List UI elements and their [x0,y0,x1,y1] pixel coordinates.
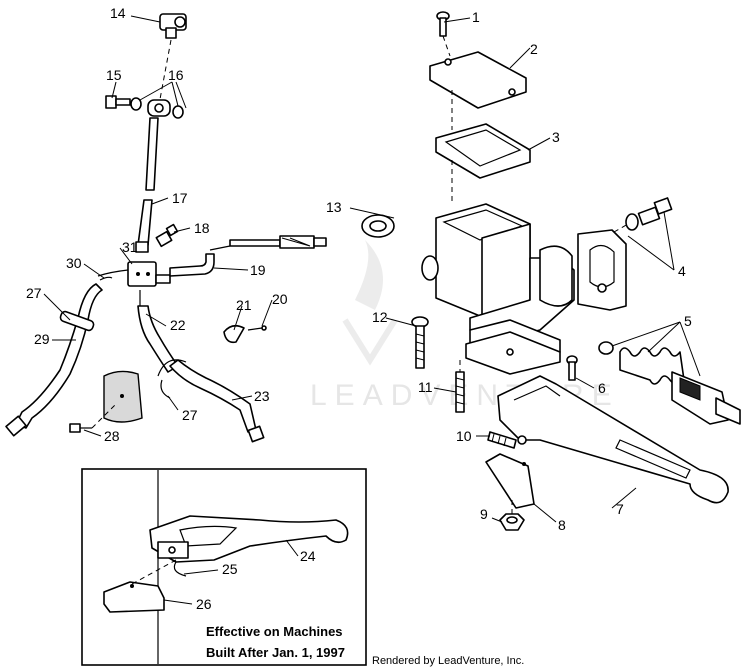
callout-3: 3 [552,129,560,145]
callout-22: 22 [170,317,186,333]
callout-14: 14 [110,5,126,21]
clamp-bolt-4 [625,197,673,231]
callout-11: 11 [418,379,433,395]
callout-13: 13 [326,199,342,215]
callout-31: 31 [122,239,138,255]
callout-24: 24 [300,548,316,564]
screw-12 [411,316,429,369]
callout-15: 15 [106,67,122,83]
hose-end-fitting [5,415,27,437]
pin-20 [247,325,267,331]
callout-18: 18 [194,220,210,236]
reservoir-cover-2 [429,51,527,109]
line-nut [135,241,149,253]
washer-16b [172,105,184,119]
callout-8: 8 [558,517,566,533]
screw-11 [455,371,465,413]
callout-17: 17 [172,190,188,206]
throttle-cable [209,235,327,251]
inset-note-line-1: Effective on Machines [206,624,343,639]
inset-box [81,468,367,666]
inset-spacer-25 [173,561,187,577]
hose-end-23 [247,425,265,443]
junction-block-31 [127,261,157,287]
callout-30: 30 [66,255,82,271]
pivot-pin-6 [566,355,578,381]
brake-hose-29 [15,283,103,429]
bleeder-18 [155,223,179,248]
callout-26: 26 [196,596,212,612]
banjo-fitting [147,99,171,117]
callout-numbers: 14 15 16 17 18 31 19 30 27 29 22 27 23 2… [26,5,692,612]
callout-9: 9 [480,506,488,522]
washer-16a [130,97,142,111]
inset-lever-24 [149,470,349,664]
banjo-bolt-15 [105,95,131,109]
callout-29: 29 [34,331,50,347]
callout-21: 21 [236,297,252,313]
brake-line-19 [155,253,215,284]
leader-lines [43,15,701,605]
brake-hose-upper [145,117,159,191]
master-cylinder-body [421,203,575,375]
callout-6: 6 [598,380,606,396]
callout-10: 10 [456,428,472,444]
adjuster-screw-10 [487,431,527,449]
callout-19: 19 [250,262,266,278]
nut-9 [499,513,525,531]
callout-27b: 27 [182,407,198,423]
callout-2: 2 [530,41,538,57]
callout-16: 16 [168,67,184,83]
brake-hose-22 [137,305,179,373]
screw-28 [69,423,92,433]
callout-1: 1 [472,9,480,25]
handlebar-clamp-4 [577,229,627,311]
clip-21 [223,324,245,344]
piston-assembly-5 [598,341,741,425]
callout-27a: 27 [26,285,42,301]
inset-block-26 [103,581,165,613]
callout-12: 12 [372,309,388,325]
callout-7: 7 [616,501,624,517]
callout-28: 28 [104,428,120,444]
brake-line-17 [137,199,153,246]
callout-20: 20 [272,291,288,307]
seal-13 [361,214,395,238]
callout-5: 5 [684,313,692,329]
callout-23: 23 [254,388,270,404]
hose-clamp-27a [59,310,95,332]
credit-line: Rendered by LeadVenture, Inc. [372,655,524,667]
spacer-block-8 [485,453,535,509]
tee-fitting-14 [159,13,187,39]
inset-note-line-2: Built After Jan. 1, 1997 [206,645,345,660]
callout-25: 25 [222,561,238,577]
callout-4: 4 [678,263,686,279]
cover-screw-1 [436,11,450,37]
